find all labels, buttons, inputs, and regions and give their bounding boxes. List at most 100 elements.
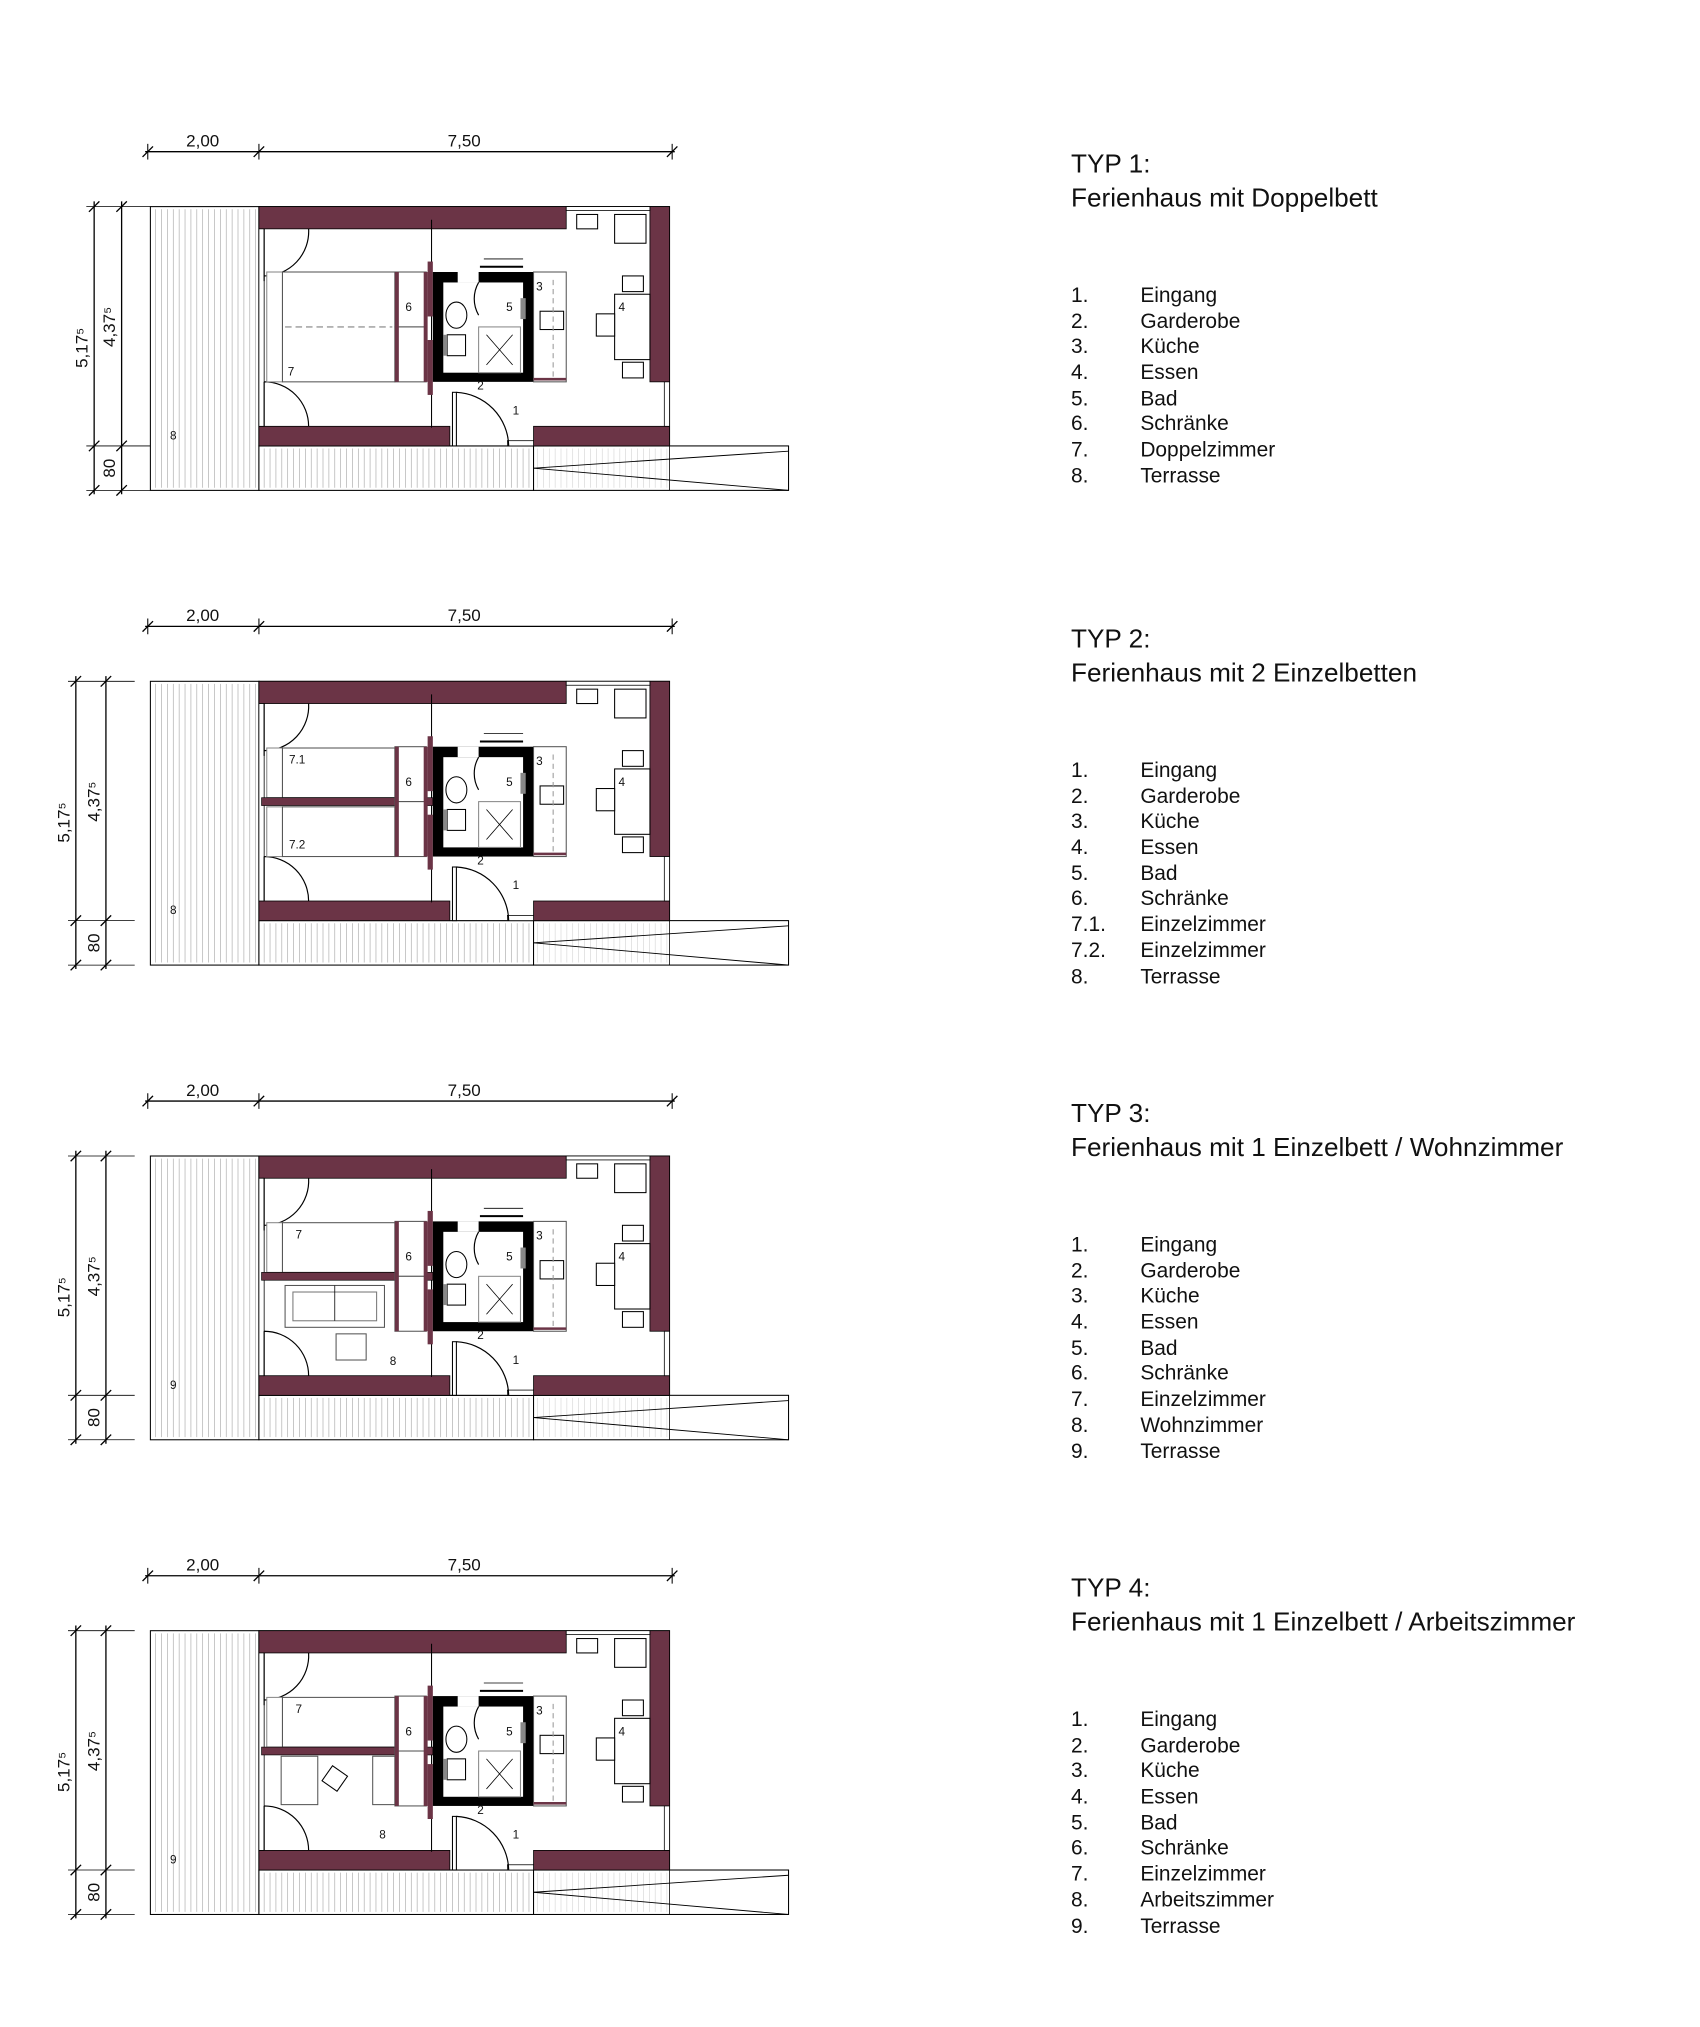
room-label-bedroom-1: 7.1 xyxy=(289,754,305,767)
dimension-tick xyxy=(666,1095,678,1107)
dimension-label-house-width: 7,50 xyxy=(448,1556,481,1575)
window-north xyxy=(565,1155,651,1161)
window-north xyxy=(565,1630,651,1636)
dimension-label-total-depth: 5,17⁵ xyxy=(54,1752,73,1792)
wall-north xyxy=(258,1630,567,1654)
dining-chair xyxy=(621,750,644,767)
room-number: 8. xyxy=(1071,1889,1089,1912)
wardrobe-lower xyxy=(394,326,427,383)
room-number: 4. xyxy=(1071,1311,1089,1334)
room-label-bath: 5 xyxy=(506,1251,513,1264)
room-name: Terrasse xyxy=(1140,1440,1221,1463)
room-number: 2. xyxy=(1071,310,1089,334)
dining-chair xyxy=(621,1224,644,1242)
room-label-terrace: 9 xyxy=(170,1853,177,1866)
dimension-tick xyxy=(70,1864,82,1876)
room-number: 3. xyxy=(1071,336,1089,359)
entrance-door-leaf xyxy=(451,391,457,447)
room-name: Garderobe xyxy=(1140,785,1241,808)
room-label-bedroom-2: 7.2 xyxy=(289,839,305,852)
room-name: Einzelzimmer xyxy=(1140,1863,1266,1886)
dimension-tick xyxy=(100,1625,112,1637)
single-bed-2 xyxy=(281,806,396,858)
room-name: Bad xyxy=(1140,388,1178,411)
room-label-cabinets: 6 xyxy=(405,1725,412,1738)
window-north xyxy=(565,206,651,211)
wall-south-right xyxy=(533,900,670,922)
dimension-label-terrace-depth: 80 xyxy=(84,1883,103,1902)
window-east xyxy=(663,856,670,902)
room-label-terrace: 8 xyxy=(170,429,177,442)
room-name: Garderobe xyxy=(1140,1260,1241,1283)
legend-typ-4: TYP 4:Ferienhaus mit 1 Einzelbett / Arbe… xyxy=(1071,1572,1686,1937)
dimension-tick xyxy=(666,146,678,158)
terrace-strip xyxy=(258,1394,535,1441)
room-label-dining: 4 xyxy=(619,1251,626,1264)
dimension-tick xyxy=(666,1570,678,1582)
room-name: Essen xyxy=(1140,837,1199,860)
bath-fixture xyxy=(443,809,448,831)
room-number: 5. xyxy=(1071,862,1089,885)
room-number: 6. xyxy=(1071,1837,1089,1861)
room-number: 1. xyxy=(1071,1709,1089,1732)
nightstand xyxy=(266,1696,283,1748)
type-subtitle: Ferienhaus mit 1 Einzelbett / Arbeitszim… xyxy=(1071,1608,1576,1638)
nightstand xyxy=(266,747,283,799)
room-name: Eingang xyxy=(1140,1709,1218,1732)
nightstand xyxy=(266,806,283,858)
room-label-terrace: 8 xyxy=(170,904,177,917)
wall-south-left xyxy=(258,425,451,447)
room-label-bedroom: 7 xyxy=(296,1703,303,1716)
room-name: Essen xyxy=(1140,362,1199,385)
wall-north xyxy=(258,206,567,230)
room-name: Eingang xyxy=(1140,1234,1218,1257)
sliding-panel xyxy=(427,1289,433,1345)
room-label-bath: 5 xyxy=(506,1725,513,1738)
wall-south-left xyxy=(258,1850,451,1871)
dimension-tick xyxy=(70,1908,82,1921)
sink-icon xyxy=(539,1260,565,1280)
washbasin-icon xyxy=(446,1758,467,1781)
ramp-slope-line xyxy=(533,1417,789,1441)
desk-chair xyxy=(321,1764,349,1792)
dimension-tick xyxy=(70,1150,82,1162)
dimension-tick xyxy=(88,200,100,213)
room-name: Eingang xyxy=(1140,285,1218,308)
room-label-entrance: 1 xyxy=(513,1829,520,1842)
wall-south-right xyxy=(533,1850,670,1871)
room-name: Essen xyxy=(1140,1311,1199,1334)
room-label-cabinets: 6 xyxy=(405,301,412,314)
window-east xyxy=(663,381,670,427)
wardrobe-lower xyxy=(394,1275,427,1332)
wardrobe-side xyxy=(423,1221,428,1332)
wall-south-left xyxy=(258,1375,451,1396)
bathroom-door-opening xyxy=(457,1221,479,1232)
room-number: 7. xyxy=(1071,1388,1089,1412)
room-label-dining: 4 xyxy=(619,776,626,789)
dimension-tick xyxy=(253,1570,265,1582)
bathroom-door-opening xyxy=(457,746,479,758)
wardrobe-side xyxy=(394,1696,399,1806)
room-label-bedroom: 7 xyxy=(296,1228,303,1241)
single-bed xyxy=(281,1696,396,1748)
door-swing-south xyxy=(263,381,310,427)
wall-north xyxy=(258,1155,567,1179)
dining-chair xyxy=(595,1262,616,1286)
dimension-label-terrace-width: 2,00 xyxy=(186,131,219,150)
kitchen-appliance xyxy=(576,1638,599,1654)
type-title: TYP 3: xyxy=(1071,1099,1151,1129)
washbasin-icon xyxy=(446,808,467,831)
dimension-label-house-depth: 4,37⁵ xyxy=(84,782,103,822)
bathroom-door-opening xyxy=(457,1696,479,1707)
kitchen-appliance xyxy=(576,1163,599,1179)
bath-fixture xyxy=(520,772,526,794)
room-number: 4. xyxy=(1071,362,1089,385)
room-name: Schränke xyxy=(1140,1837,1229,1861)
entrance-threshold xyxy=(506,1864,534,1871)
shower-drain-line xyxy=(486,1758,513,1790)
dimension-tick xyxy=(100,1150,112,1162)
room-number: 3. xyxy=(1071,1285,1089,1309)
